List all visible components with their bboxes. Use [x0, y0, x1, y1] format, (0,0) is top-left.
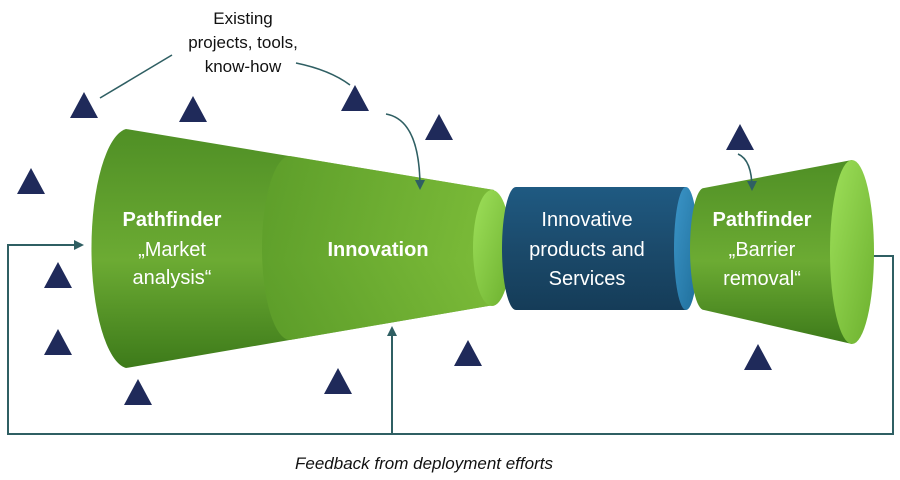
- triangle-icon: [124, 379, 152, 405]
- annotation-line-1: Existing: [213, 9, 273, 28]
- triangle-icon: [44, 262, 72, 288]
- stage-market-line-2: analysis“: [133, 267, 212, 289]
- callout-line-right: [295, 62, 351, 86]
- annotation-line-3: know-how: [205, 57, 282, 76]
- funnel-left: [91, 129, 511, 368]
- stage-products-line-1: Innovative: [541, 209, 632, 231]
- triangle-icon: [17, 168, 45, 194]
- stage-innovation-title: Innovation: [327, 239, 428, 261]
- stage-products-line-2: products and: [529, 239, 645, 261]
- stage-barrier-line-2: removal“: [723, 268, 801, 290]
- callout-arrow-innovation: [385, 113, 425, 190]
- triangle-icon: [744, 344, 772, 370]
- triangle-icon: [341, 85, 369, 111]
- callout-arrow-barrier: [737, 153, 757, 191]
- callout-line-left: [99, 54, 173, 99]
- annotation-callouts: [99, 54, 757, 191]
- feedback-caption: Feedback from deployment efforts: [295, 454, 553, 473]
- feedback-loop: [7, 240, 894, 435]
- funnel-right-face: [830, 160, 874, 344]
- stage-products-line-3: Services: [549, 268, 626, 290]
- triangle-icon: [324, 368, 352, 394]
- stage-barrier-title: Pathfinder: [713, 209, 812, 231]
- funnel-left-face: [473, 190, 511, 306]
- funnel-right-body: [690, 160, 852, 344]
- stage-barrier-line-1: „Barrier: [729, 239, 796, 261]
- products-cylinder-body: [502, 187, 686, 310]
- feedback-line: [7, 240, 894, 435]
- stage-market-line-1: „Market: [138, 239, 206, 261]
- triangle-icon: [44, 329, 72, 355]
- annotation-text: Existing projects, tools, know-how: [188, 9, 298, 76]
- funnel-right: [690, 160, 874, 344]
- stage-market-label: Pathfinder „Market analysis“: [123, 209, 222, 289]
- stage-barrier-label: Pathfinder „Barrier removal“: [713, 209, 812, 290]
- triangle-icon: [70, 92, 98, 118]
- triangle-icon: [726, 124, 754, 150]
- funnel-left-overlap: [262, 156, 494, 340]
- triangle-icon: [425, 114, 453, 140]
- triangle-icon: [179, 96, 207, 122]
- stage-market-title: Pathfinder: [123, 209, 222, 231]
- triangle-markers: [17, 85, 772, 405]
- stage-innovation-label: Innovation: [327, 239, 428, 261]
- annotation-line-2: projects, tools,: [188, 33, 298, 52]
- stage-products-label: Innovative products and Services: [529, 209, 645, 290]
- triangle-icon: [454, 340, 482, 366]
